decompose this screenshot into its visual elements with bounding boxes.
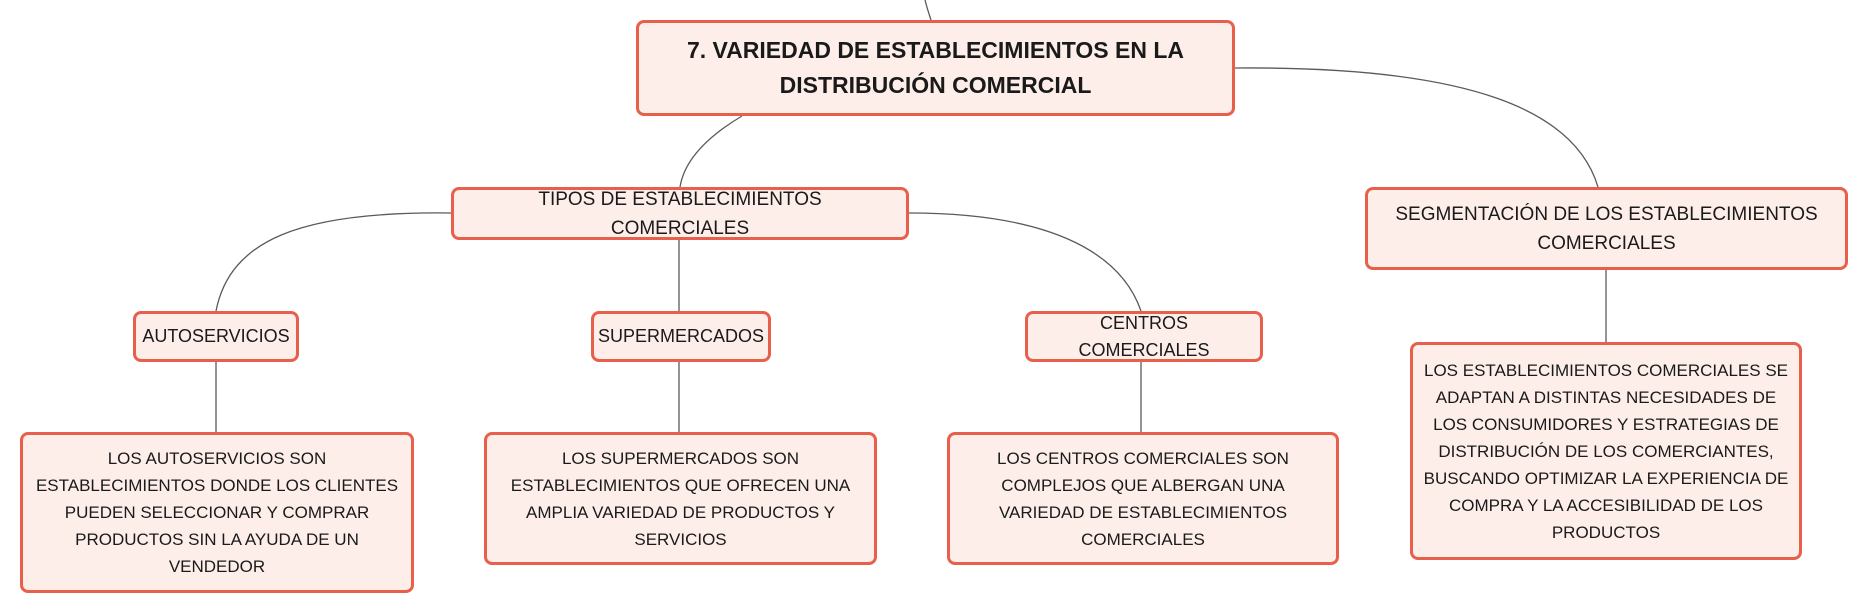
topic-centros-label: CENTROS COMERCIALES bbox=[1078, 312, 1210, 360]
connector-root-to-segmentacion bbox=[1234, 67, 1599, 188]
connector-root-incoming bbox=[924, 0, 932, 21]
topic-tipos-label: TIPOS DE ESTABLECIMIENTOS COMERCIALES bbox=[538, 188, 822, 239]
topic-segmentacion-label: SEGMENTACIÓN DE LOS ESTABLECIMIENTOS COM… bbox=[1395, 203, 1818, 254]
topic-centros-description[interactable]: LOS CENTROS COMERCIALES SON COMPLEJOS QU… bbox=[947, 432, 1339, 565]
connector-tipos-to-autoservicios bbox=[215, 212, 452, 312]
root-topic-label: 7. VARIEDAD DE ESTABLECIMIENTOS EN LA DI… bbox=[686, 37, 1185, 98]
topic-autoservicios-label: AUTOSERVICIOS bbox=[142, 326, 290, 346]
topic-supermercados[interactable]: SUPERMERCADOS bbox=[591, 311, 771, 362]
topic-autoservicios-description[interactable]: LOS AUTOSERVICIOS SON ESTABLECIMIENTOS D… bbox=[20, 432, 414, 593]
topic-supermercados-label: SUPERMERCADOS bbox=[597, 326, 765, 346]
root-topic[interactable]: 7. VARIEDAD DE ESTABLECIMIENTOS EN LA DI… bbox=[636, 20, 1235, 116]
supermercados-description-text: LOS SUPERMERCADOS SON ESTABLECIMIENTOS Q… bbox=[510, 448, 851, 549]
topic-segmentacion[interactable]: SEGMENTACIÓN DE LOS ESTABLECIMIENTOS COM… bbox=[1365, 187, 1848, 270]
topic-autoservicios[interactable]: AUTOSERVICIOS bbox=[133, 311, 299, 362]
topic-supermercados-description[interactable]: LOS SUPERMERCADOS SON ESTABLECIMIENTOS Q… bbox=[484, 432, 877, 565]
centros-description-text: LOS CENTROS COMERCIALES SON COMPLEJOS QU… bbox=[997, 448, 1289, 549]
connector-root-to-tipos bbox=[679, 115, 743, 188]
topic-segmentacion-description[interactable]: LOS ESTABLECIMIENTOS COMERCIALES SE ADAP… bbox=[1410, 342, 1802, 560]
segmentacion-description-text: LOS ESTABLECIMIENTOS COMERCIALES SE ADAP… bbox=[1423, 360, 1789, 542]
topic-tipos-de-establecimientos[interactable]: TIPOS DE ESTABLECIMIENTOS COMERCIALES bbox=[451, 187, 909, 240]
connector-tipos-to-centros bbox=[908, 212, 1142, 312]
topic-centros-comerciales[interactable]: CENTROS COMERCIALES bbox=[1025, 311, 1263, 362]
autoservicios-description-text: LOS AUTOSERVICIOS SON ESTABLECIMIENTOS D… bbox=[35, 449, 399, 576]
